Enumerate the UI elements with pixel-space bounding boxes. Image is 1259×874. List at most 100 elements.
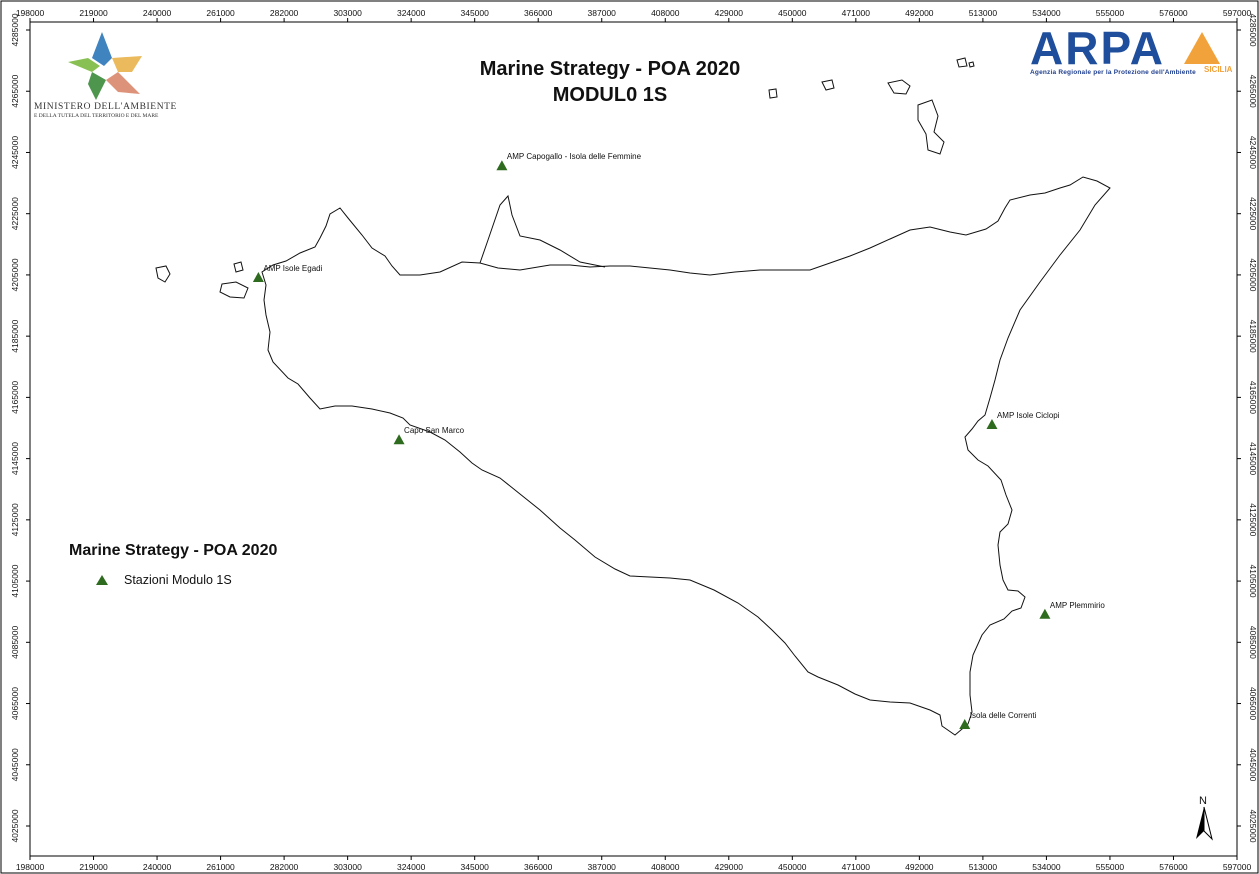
x-tick-label-bottom: 450000 (778, 862, 807, 872)
x-tick-label-top: 513000 (969, 8, 998, 18)
x-tick-label-top: 450000 (778, 8, 807, 18)
sicily-coastline (261, 176, 1111, 736)
x-tick-label-bottom: 492000 (905, 862, 934, 872)
station-triangle-icon (96, 575, 108, 585)
y-tick-label-left: 4165000 (10, 381, 20, 414)
y-tick-label-left: 4105000 (10, 564, 20, 597)
coast-north-east (479, 194, 606, 268)
station-label: Capo San Marco (404, 426, 465, 435)
x-tick-label-top: 387000 (588, 8, 617, 18)
x-tick-label-top: 240000 (143, 8, 172, 18)
island-aeolian-5 (956, 57, 968, 68)
x-tick-label-bottom: 387000 (588, 862, 617, 872)
legend-item-label: Stazioni Modulo 1S (124, 573, 232, 587)
x-tick-label-bottom: 513000 (969, 862, 998, 872)
x-tick-label-top: 408000 (651, 8, 680, 18)
y-tick-label-right: 4265000 (1248, 75, 1258, 108)
arpa-subtitle: Agenzia Regionale per la Protezione dell… (1030, 69, 1196, 76)
map-title-line2: MODUL0 1S (552, 84, 668, 106)
station-marker (393, 434, 405, 445)
x-tick-label-bottom: 345000 (460, 862, 489, 872)
y-tick-label-left: 4065000 (10, 687, 20, 720)
island-aeolian-1 (887, 79, 911, 95)
x-tick-label-bottom: 408000 (651, 862, 680, 872)
y-tick-label-right: 4065000 (1248, 687, 1258, 720)
x-tick-label-bottom: 366000 (524, 862, 553, 872)
x-tick-label-top: 597000 (1223, 8, 1252, 18)
y-tick-label-right: 4225000 (1248, 197, 1258, 230)
y-tick-label-right: 4025000 (1248, 809, 1258, 842)
y-tick-label-left: 4025000 (10, 809, 20, 842)
x-tick-label-bottom: 240000 (143, 862, 172, 872)
y-tick-label-left: 4185000 (10, 319, 20, 352)
station-label: AMP Capogallo - Isola delle Femmine (507, 152, 642, 161)
y-tick-label-right: 4285000 (1248, 13, 1258, 46)
x-tick-label-bottom: 282000 (270, 862, 299, 872)
north-arrow-icon (1196, 806, 1213, 841)
y-tick-label-right: 4145000 (1248, 442, 1258, 475)
arpa-logo-text: ARPA (1030, 24, 1165, 74)
arpa-logo: ARPA SICILIA (1030, 24, 1233, 74)
station-marker (1039, 608, 1051, 619)
x-tick-label-bottom: 555000 (1096, 862, 1125, 872)
station-marker (252, 271, 264, 282)
legend-title: Marine Strategy - POA 2020 (69, 542, 278, 559)
x-tick-label-top: 555000 (1096, 8, 1125, 18)
ministero-logo (68, 32, 142, 100)
x-tick-label-bottom: 597000 (1223, 862, 1252, 872)
y-tick-label-left: 4125000 (10, 503, 20, 536)
x-tick-label-top: 366000 (524, 8, 553, 18)
station-label: AMP Isole Egadi (263, 264, 322, 273)
x-tick-label-bottom: 576000 (1159, 862, 1188, 872)
y-tick-label-left: 4265000 (10, 74, 20, 107)
island-aeolian-2 (821, 79, 835, 91)
y-tick-label-right: 4185000 (1248, 320, 1258, 353)
y-tick-label-right: 4205000 (1248, 258, 1258, 291)
x-tick-label-top: 198000 (16, 8, 45, 18)
y-tick-label-right: 4085000 (1248, 626, 1258, 659)
y-tick-label-right: 4125000 (1248, 503, 1258, 536)
y-tick-label-right: 4045000 (1248, 748, 1258, 781)
x-tick-label-bottom: 219000 (79, 862, 108, 872)
station-marker (496, 160, 508, 171)
island-levanzo (233, 261, 244, 273)
ministero-subtitle: E DELLA TUTELA DEL TERRITORIO E DEL MARE (34, 113, 159, 119)
x-tick-label-top: 492000 (905, 8, 934, 18)
station-marker (986, 418, 998, 429)
island-aeolian-4 (768, 88, 778, 99)
y-tick-label-left: 4045000 (10, 748, 20, 781)
x-tick-label-top: 324000 (397, 8, 426, 18)
x-tick-label-top: 471000 (842, 8, 871, 18)
y-tick-label-left: 4205000 (10, 258, 20, 291)
station-label: AMP Plemmirio (1050, 601, 1106, 610)
legend-item: Stazioni Modulo 1S (96, 573, 232, 587)
y-tick-label-left: 4285000 (10, 13, 20, 46)
x-tick-label-top: 303000 (333, 8, 362, 18)
island-marettimo (155, 265, 171, 283)
x-tick-label-bottom: 261000 (206, 862, 235, 872)
station-label: AMP Isole Ciclopi (997, 411, 1060, 420)
arpa-region-text: SICILIA (1204, 65, 1233, 74)
x-tick-label-bottom: 534000 (1032, 862, 1061, 872)
island-aeolian-6 (968, 61, 975, 68)
x-tick-label-top: 282000 (270, 8, 299, 18)
ministero-name: MINISTERO DELL'AMBIENTE (34, 102, 177, 112)
x-tick-label-top: 534000 (1032, 8, 1061, 18)
x-tick-label-bottom: 303000 (333, 862, 362, 872)
x-tick-label-top: 345000 (460, 8, 489, 18)
y-tick-label-left: 4245000 (10, 136, 20, 169)
x-tick-label-top: 576000 (1159, 8, 1188, 18)
map-title-line1: Marine Strategy - POA 2020 (479, 58, 741, 80)
y-tick-label-right: 4165000 (1248, 381, 1258, 414)
x-tick-label-top: 429000 (715, 8, 744, 18)
x-tick-label-bottom: 429000 (715, 862, 744, 872)
station-marker (959, 718, 971, 729)
island-aeolian-3 (917, 99, 945, 155)
island-favignana (219, 281, 249, 299)
x-tick-label-top: 261000 (206, 8, 235, 18)
